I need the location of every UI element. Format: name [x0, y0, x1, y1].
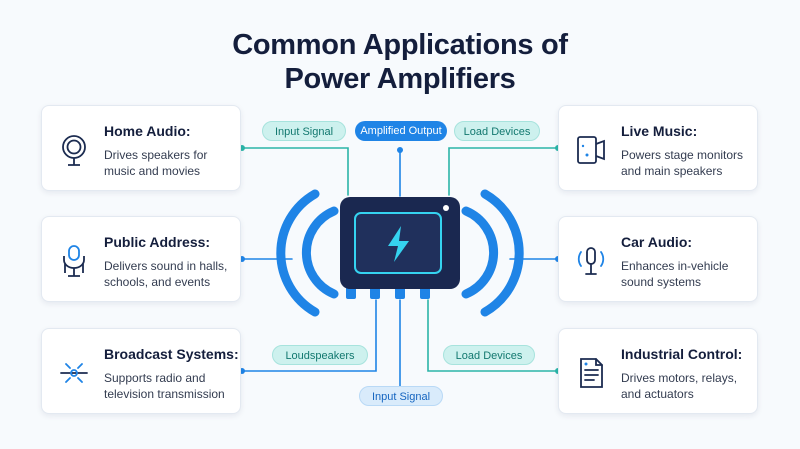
card-public-address: Public Address: Delivers sound in halls,… — [41, 216, 241, 302]
label-load-devices-top: Load Devices — [454, 121, 540, 141]
sound-waves-left-icon — [276, 189, 339, 317]
card-car-audio: Car Audio: Enhances in-vehicle sound sys… — [558, 216, 758, 302]
label-amplified-output: Amplified Output — [355, 121, 447, 141]
card-title: Home Audio: — [104, 123, 191, 139]
page-title: Common Applications of Power Amplifiers — [0, 28, 800, 96]
wire-broadcast — [241, 299, 377, 372]
card-title: Industrial Control: — [621, 346, 743, 362]
label-loudspeakers: Loudspeakers — [272, 345, 368, 365]
car-audio-microphone-icon — [573, 243, 609, 279]
card-title: Public Address: — [104, 234, 211, 250]
card-description: Delivers sound in halls, schools, and ev… — [104, 259, 228, 289]
stage-monitor-icon — [573, 132, 609, 168]
speaker-icon — [56, 132, 92, 168]
card-title: Car Audio: — [621, 234, 693, 250]
label-load-devices-bottom: Load Devices — [443, 345, 535, 365]
wire-home-audio — [241, 147, 349, 196]
card-title: Broadcast Systems: — [104, 346, 239, 362]
wire-industrial — [427, 299, 559, 372]
document-control-icon — [573, 355, 609, 391]
label-input-signal-top: Input Signal — [262, 121, 346, 141]
title-line-2: Power Amplifiers — [284, 63, 516, 95]
card-industrial-control: Industrial Control: Drives motors, relay… — [558, 328, 758, 414]
amplifier-device — [340, 197, 460, 299]
card-broadcast-systems: Broadcast Systems: Supports radio and te… — [41, 328, 241, 414]
wire-live-music — [448, 147, 559, 196]
card-description: Supports radio and television transmissi… — [104, 371, 225, 401]
microphone-stand-icon — [56, 243, 92, 279]
card-description: Drives motors, relays, and actuators — [621, 371, 738, 401]
card-description: Powers stage monitors and main speakers — [621, 148, 744, 178]
card-description: Drives speakers for music and movies — [104, 148, 208, 178]
title-line-1: Common Applications of — [232, 29, 568, 61]
card-live-music: Live Music: Powers stage monitors and ma… — [558, 105, 758, 191]
card-description: Enhances in-vehicle sound systems — [621, 259, 729, 289]
label-input-signal-bottom: Input Signal — [359, 386, 443, 406]
amplifier-lightning-icon — [388, 226, 409, 262]
sound-waves-right-icon — [461, 189, 524, 317]
card-home-audio: Home Audio: Drives speakers for music an… — [41, 105, 241, 191]
card-title: Live Music: — [621, 123, 698, 139]
broadcast-antenna-icon — [56, 355, 92, 391]
